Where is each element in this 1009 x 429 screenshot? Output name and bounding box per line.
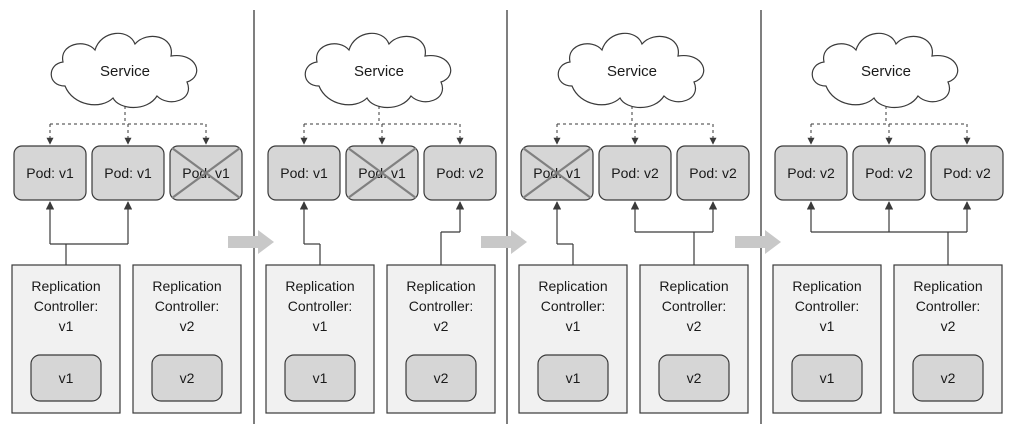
replication-controller-label: Controller: [409,298,474,314]
pod-label: Pod: v1 [26,165,74,181]
pod-terminated-cross [171,147,241,199]
replication-controller-label: v2 [687,318,702,334]
template-pod-label: v1 [566,370,581,386]
service-label: Service [607,63,657,80]
pod-box [676,145,750,201]
replication-controller-label: Replication [31,278,100,294]
pod-box [91,145,165,201]
replication-controller-label: v2 [941,318,956,334]
template-pod-box [151,354,223,402]
template-pod-box [912,354,984,402]
template-pod-label: v2 [434,370,449,386]
replication-controller-label: v1 [59,318,74,334]
pod-label: Pod: v2 [689,165,737,181]
replication-controller-label: Replication [538,278,607,294]
replication-controller-label: v2 [180,318,195,334]
pod-label: Pod: v1 [104,165,152,181]
replication-controller-label: v1 [313,318,328,334]
service-label: Service [354,63,404,80]
replication-controller-label: Replication [152,278,221,294]
template-pod-box [284,354,356,402]
replication-controller-label: Controller: [541,298,606,314]
pod-label: Pod: v2 [865,165,913,181]
service-cloud [304,32,452,109]
pod-label: Pod: v2 [436,165,484,181]
replication-controller-label: Controller: [795,298,860,314]
template-pod-label: v1 [59,370,74,386]
service-label: Service [861,63,911,80]
pod-label: Pod: v2 [943,165,991,181]
replication-controller-label: Controller: [155,298,220,314]
template-pod-box [405,354,477,402]
template-pod-label: v2 [180,370,195,386]
service-cloud [50,32,198,109]
replication-controller-label: Replication [913,278,982,294]
service-cloud [557,32,705,109]
replication-controller-label: Replication [792,278,861,294]
pod-terminated-cross [522,147,592,199]
template-pod-label: v2 [687,370,702,386]
replication-controller-label: Replication [406,278,475,294]
template-pod-label: v1 [820,370,835,386]
transition-arrow [735,230,781,254]
replication-controller-label: Controller: [662,298,727,314]
pod-box [267,145,341,201]
pod-box [598,145,672,201]
pod-label: Pod: v2 [611,165,659,181]
replication-controller-label: Replication [285,278,354,294]
replication-controller-label: Controller: [288,298,353,314]
pod-box [13,145,87,201]
pod-box [423,145,497,201]
template-pod-label: v1 [313,370,328,386]
template-pod-box [537,354,609,402]
replication-controller-label: v1 [820,318,835,334]
pod-label: Pod: v1 [280,165,328,181]
template-pod-box [30,354,102,402]
pod-box [774,145,848,201]
replication-controller-label: v2 [434,318,449,334]
replication-controller-label: Replication [659,278,728,294]
pod-label: Pod: v2 [787,165,835,181]
pod-terminated-cross [347,147,417,199]
transition-arrow [228,230,274,254]
template-pod-box [658,354,730,402]
template-pod-box [791,354,863,402]
service-label: Service [100,63,150,80]
replication-controller-label: Controller: [34,298,99,314]
pod-box [930,145,1004,201]
template-pod-label: v2 [941,370,956,386]
service-cloud [811,32,959,109]
pod-box [852,145,926,201]
transition-arrow [481,230,527,254]
replication-controller-label: v1 [566,318,581,334]
replication-controller-label: Controller: [916,298,981,314]
